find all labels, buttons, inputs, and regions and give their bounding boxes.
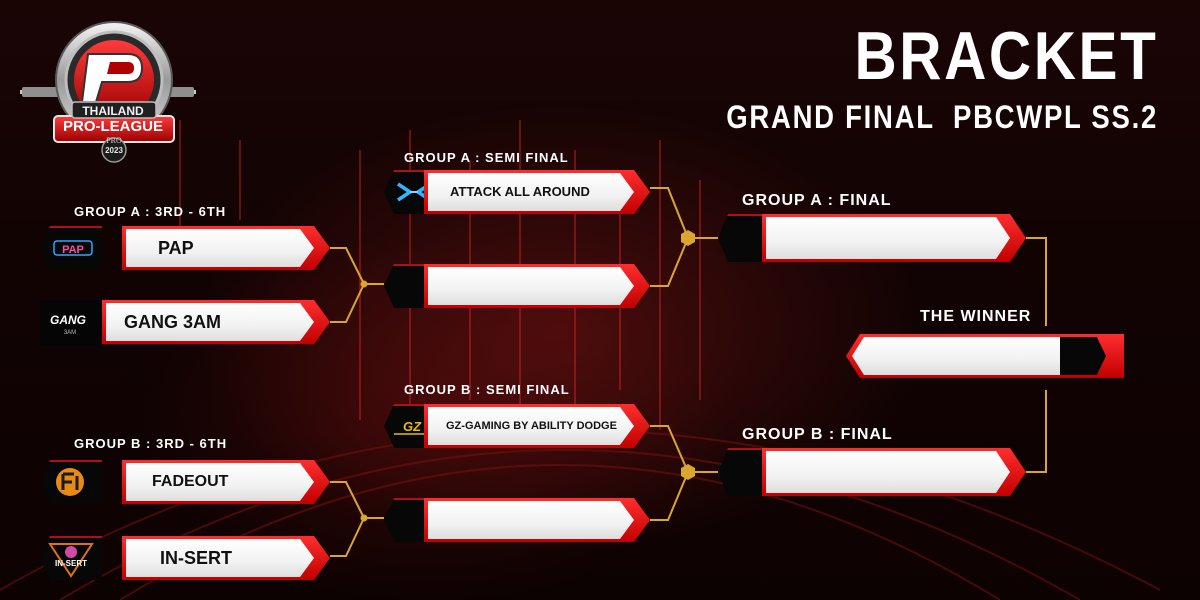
team-emblem-box [40, 300, 102, 346]
team-name: ATTACK ALL AROUND [450, 184, 590, 199]
winner-slot[interactable] [846, 334, 1124, 378]
group-a-final-label: GROUP A : FINAL [742, 192, 892, 209]
team-slot-gz-gaming[interactable]: GZ GZ-GAMING BY ABILITY DODGE [384, 404, 650, 448]
gang-3am-logo-icon: GANG 3AM [50, 313, 86, 336]
pro-league-logo: THAILAND PRO-LEAGUE PRO 2023 [18, 8, 198, 168]
empty-slot-group-a-semi[interactable] [384, 264, 650, 308]
team-slot-in-sert[interactable]: IN-SERT IN-SERT [40, 536, 330, 580]
pap-logo-icon: PAP [53, 240, 93, 256]
team-name: GANG 3AM [124, 312, 222, 332]
empty-slot-group-a-final[interactable] [718, 214, 1026, 262]
group-b-3rd-6th-label: GROUP B : 3RD - 6TH [74, 436, 228, 451]
the-winner-label: THE WINNER [920, 308, 1032, 325]
connector-hex [681, 464, 695, 480]
pb-emblem-icon [20, 21, 196, 163]
gz-logo-text: GZ [403, 419, 422, 434]
group-b-final-label: GROUP B : FINAL [742, 426, 893, 443]
team-name: FADEOUT [152, 473, 229, 490]
pap-logo-text: PAP [62, 244, 84, 256]
team-name: GZ-GAMING BY ABILITY DODGE [446, 420, 617, 432]
team-slot-fadeout[interactable]: FADEOUT [40, 460, 330, 504]
fadeout-logo-icon [56, 468, 84, 496]
gang-logo-subtext: 3AM [64, 330, 76, 336]
group-b-semi-final-label: GROUP B : SEMI FINAL [404, 382, 570, 397]
in-sert-logo-text: IN-SERT [55, 559, 87, 568]
connector-node [360, 280, 368, 288]
winner-emblem-box [1060, 337, 1106, 375]
page-title: BRACKET [854, 18, 1158, 94]
group-a-3rd-6th-label: GROUP A : 3RD - 6TH [74, 204, 227, 219]
empty-slot-group-b-final[interactable] [718, 448, 1026, 496]
empty-slot-group-b-semi[interactable] [384, 498, 650, 542]
page-subtitle: GRAND FINAL PBCWPL SS.2 [726, 99, 1158, 135]
logo-country-text: THAILAND [82, 104, 144, 118]
in-sert-logo-icon: IN-SERT [48, 543, 94, 578]
team-slot-attack-all-around[interactable]: ATTACK ALL AROUND [384, 170, 650, 214]
team-slot-pap[interactable]: PAP PAP [40, 226, 330, 270]
team-slot-gang-3am[interactable]: GANG 3AM GANG 3AM [40, 300, 330, 346]
gang-logo-text: GANG [50, 313, 86, 327]
logo-pro-text: PRO [106, 136, 122, 145]
logo-year-text: 2023 [105, 146, 123, 155]
logo-league-text: PRO-LEAGUE [62, 118, 163, 135]
team-name: PAP [158, 238, 194, 258]
group-a-semi-final-label: GROUP A : SEMI FINAL [404, 150, 569, 165]
connector-hex [681, 230, 695, 246]
connector-node [360, 514, 368, 522]
team-name: IN-SERT [160, 548, 232, 568]
